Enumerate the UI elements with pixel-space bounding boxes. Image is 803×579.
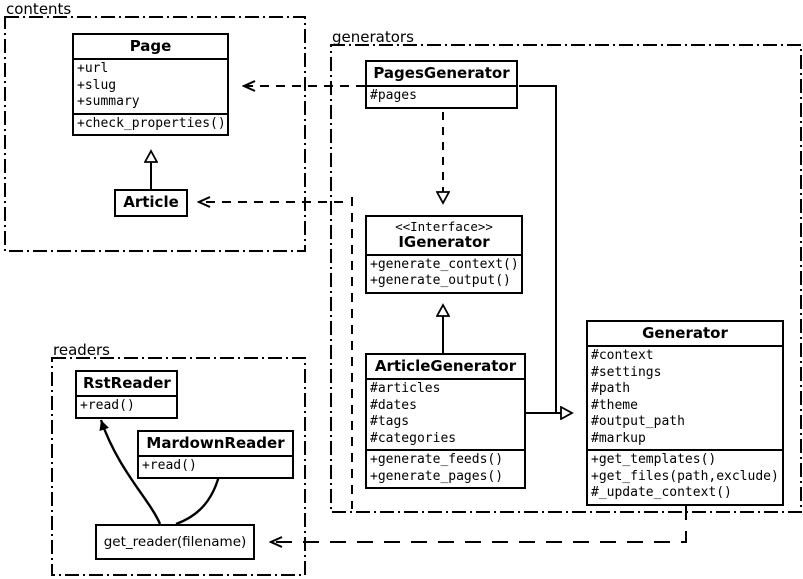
method-item: +generate_feeds() — [370, 452, 504, 468]
attribute-item: #path — [591, 381, 631, 397]
class-box-rstreader[interactable]: RstReader +read() — [75, 370, 178, 419]
class-title-article: Article — [123, 193, 179, 212]
edge-generator-to-getreader — [271, 504, 687, 542]
method-item: +read() — [142, 458, 197, 474]
class-methods-mardownreader: +read() — [139, 455, 292, 477]
attribute-item: #markup — [591, 430, 646, 446]
class-box-page[interactable]: Page +url +slug +summary +check_properti… — [72, 33, 229, 137]
method-item: +read() — [80, 398, 135, 414]
function-label-get-reader: get_reader(filename) — [103, 533, 247, 550]
class-title-articlegenerator: ArticleGenerator — [374, 357, 517, 375]
class-title-page: Page — [129, 37, 172, 55]
class-box-pagesgenerator[interactable]: PagesGenerator #pages — [365, 60, 518, 109]
class-methods-igenerator: +generate_context() +generate_output() — [367, 253, 521, 292]
package-label-contents: contents — [6, 0, 72, 18]
method-item: +generate_context() — [370, 256, 519, 272]
package-label-readers: readers — [53, 341, 110, 359]
class-title-rstreader: RstReader — [83, 374, 171, 392]
attribute-item: #categories — [370, 430, 457, 446]
method-item: +generate_pages() — [370, 468, 504, 484]
class-methods-generator: +get_templates() +get_files(path,exclude… — [588, 449, 782, 504]
method-item: +check_properties() — [77, 115, 226, 131]
attribute-item: +url — [77, 61, 109, 77]
method-item: #_update_context() — [591, 485, 732, 501]
attribute-item: #theme — [591, 397, 638, 413]
class-methods-articlegenerator: +generate_feeds() +generate_pages() — [367, 449, 524, 487]
attribute-item: #pages — [370, 88, 417, 104]
class-methods-rstreader: +read() — [77, 395, 176, 417]
class-attributes-page: +url +slug +summary — [74, 58, 227, 113]
class-title-igenerator: IGenerator — [398, 232, 490, 251]
class-title-mardownreader: MardownReader — [146, 434, 285, 452]
package-label-generators: generators — [332, 28, 414, 46]
attribute-item: #dates — [370, 397, 417, 413]
attribute-item: #settings — [591, 364, 662, 380]
class-box-igenerator[interactable]: <<Interface>> IGenerator +generate_conte… — [365, 215, 523, 294]
method-item: +get_files(path,exclude) — [591, 468, 779, 484]
class-title-generator: Generator — [642, 324, 728, 342]
attribute-item: #articles — [370, 381, 441, 397]
class-attributes-pagesgenerator: #pages — [367, 85, 516, 107]
attribute-item: #context — [591, 348, 654, 364]
attribute-item: #output_path — [591, 414, 685, 430]
class-attributes-articlegenerator: #articles #dates #tags #categories — [367, 378, 524, 449]
attribute-item: +summary — [77, 94, 140, 110]
class-title-pagesgenerator: PagesGenerator — [373, 64, 510, 82]
class-box-generator[interactable]: Generator #context #settings #path #them… — [586, 320, 784, 506]
class-attributes-generator: #context #settings #path #theme #output_… — [588, 345, 782, 449]
class-box-mardownreader[interactable]: MardownReader +read() — [137, 430, 294, 479]
class-box-articlegenerator[interactable]: ArticleGenerator #articles #dates #tags … — [365, 353, 526, 490]
method-item: +get_templates() — [591, 452, 717, 468]
class-box-article[interactable]: Article — [114, 189, 188, 217]
class-methods-page: +check_properties() — [74, 112, 227, 135]
attribute-item: +slug — [77, 77, 117, 93]
method-item: +generate_output() — [370, 273, 511, 289]
function-box-get-reader[interactable]: get_reader(filename) — [95, 524, 255, 560]
attribute-item: #tags — [370, 414, 410, 430]
class-stereotype-igenerator: <<Interface>> — [395, 219, 493, 234]
